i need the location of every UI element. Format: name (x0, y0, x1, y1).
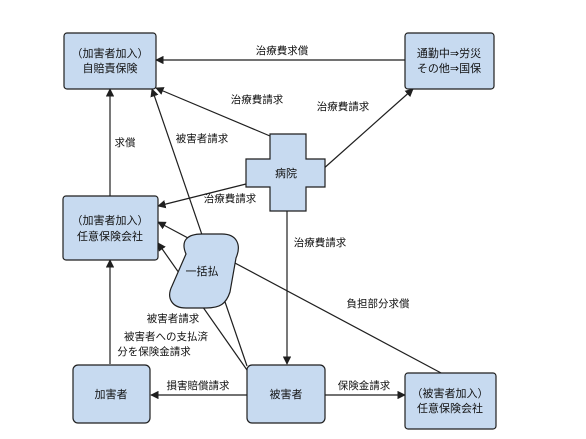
node-jibaiseki-line2: 自賠責保険 (83, 61, 138, 75)
node-ikkatsu: 一括払 (169, 233, 239, 309)
edge-byoin-to-jibaiseki (155, 87, 271, 137)
hospital-cross-icon (245, 133, 326, 212)
edge-label-byoin-to-higaisha: 治療費請求 (294, 236, 347, 249)
edge-label-byoin-to-rosai: 治療費請求 (317, 100, 370, 113)
node-kagaisha-label: 加害者 (95, 387, 128, 401)
node-nini-higai: （被害者加入） 任意保険会社 (404, 372, 497, 430)
edge-byoin-to-nini (157, 183, 247, 209)
node-nini-higai-line1: （被害者加入） (412, 386, 489, 400)
edge-labels: 治療費求償 治療費請求 治療費請求 求償 被害者請求 治療費請求 治療費請求 負… (115, 44, 410, 392)
edge-label-higaisha-to-kagaisha: 損害賠償請求 (167, 379, 230, 392)
node-nini-higai-box (404, 372, 497, 430)
edge-label-nini-to-jibaiseki: 求償 (115, 136, 136, 149)
node-nini-higai-line2: 任意保険会社 (417, 401, 483, 415)
edge-label-nini-higai-to-nini: 負担部分求償 (347, 297, 410, 310)
edge-label-higaisha-to-nini-higai: 保険金請求 (338, 379, 391, 392)
node-byoin: 病院 (245, 133, 326, 212)
node-kagaisha-box (72, 364, 151, 424)
node-higaisha: 被害者 (246, 364, 326, 424)
node-kagaisha: 加害者 (72, 364, 151, 424)
node-jibaiseki-box (63, 32, 157, 90)
edges (105, 55, 444, 400)
node-rosai-line1: 通勤中⇒労災 (417, 46, 481, 60)
node-rosai: 通勤中⇒労災 その他⇒国保 (404, 32, 495, 90)
edge-label-byoin-to-nini: 治療費請求 (204, 192, 257, 205)
node-jibaiseki: （加害者加入） 自賠責保険 (63, 32, 157, 90)
edge-label-byoin-to-jibaiseki: 治療費請求 (231, 93, 284, 106)
node-nini-kagai-line1: （加害者加入） (72, 213, 149, 227)
node-ikkatsu-shape (169, 233, 239, 309)
edge-byoin-to-rosai (321, 88, 414, 171)
node-jibaiseki-line1: （加害者加入） (72, 46, 149, 60)
node-higaisha-label: 被害者 (270, 387, 303, 401)
edge-label-kagaisha-to-nini-1: 被害者への支払済 (124, 330, 208, 343)
node-nini-kagai-box (62, 195, 159, 261)
edge-label-kagaisha-to-nini-2: 分を保険金請求 (117, 345, 191, 358)
node-nini-kagai: （加害者加入） 任意保険会社 (62, 195, 159, 261)
edge-label-rosai-to-jibaiseki: 治療費求償 (256, 44, 309, 57)
edge-higaisha-to-jibaiseki (150, 88, 248, 367)
edge-label-higaisha-to-jibaiseki: 被害者請求 (176, 132, 229, 145)
node-nini-kagai-line2: 任意保険会社 (77, 229, 143, 243)
node-byoin-label: 病院 (275, 166, 297, 180)
edge-label-higaisha-to-nini: 被害者請求 (147, 312, 200, 325)
node-higaisha-box (246, 364, 326, 424)
node-ikkatsu-label: 一括払 (186, 264, 219, 278)
node-rosai-box (404, 32, 495, 90)
node-rosai-line2: その他⇒国保 (417, 61, 481, 75)
